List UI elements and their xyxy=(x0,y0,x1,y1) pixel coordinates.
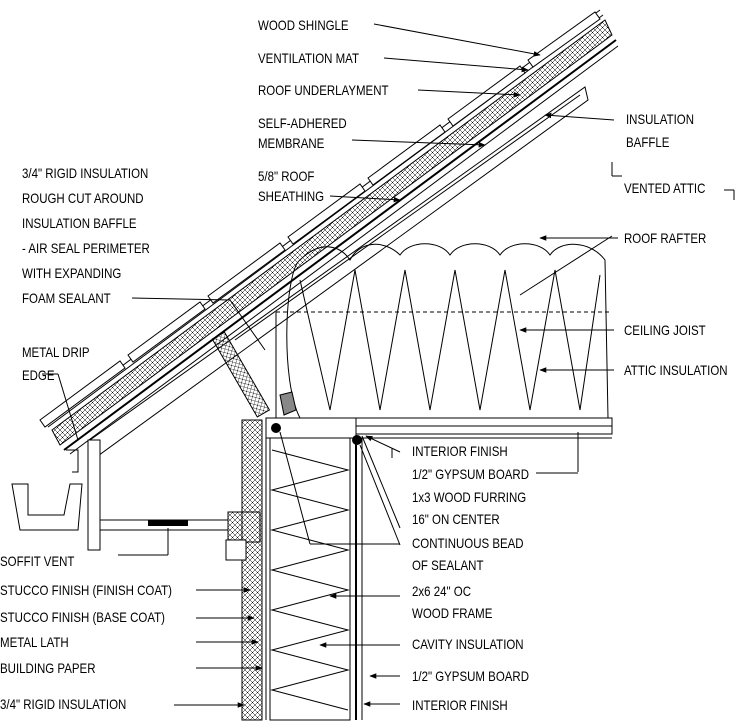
labels: WOOD SHINGLE VENTILATION MAT ROOF UNDERL… xyxy=(0,17,728,713)
label-gypsum-top: 1/2" GYPSUM BOARD xyxy=(412,466,529,482)
label-self-adhered-2: MEMBRANE xyxy=(258,135,324,151)
leader-lines xyxy=(42,23,735,708)
label-metal-lath: METAL LATH xyxy=(0,634,69,650)
label-frame-1: 2x6 24" OC xyxy=(412,583,471,599)
label-rigid-1: 3/4" RIGID INSULATION xyxy=(22,165,148,181)
label-sealant-1: CONTINUOUS BEAD xyxy=(412,535,524,551)
label-rigid-6: FOAM SEALANT xyxy=(22,290,111,306)
label-stucco-base: STUCCO FINISH (BASE COAT) xyxy=(0,609,165,625)
label-gypsum-bottom: 1/2" GYPSUM BOARD xyxy=(412,668,529,684)
label-ventilation-mat: VENTILATION MAT xyxy=(258,50,359,66)
label-rigid-4: - AIR SEAL PERIMETER xyxy=(22,240,150,256)
label-roof-underlayment: ROOF UNDERLAYMENT xyxy=(258,82,389,98)
sealant-dot-right xyxy=(352,435,362,445)
label-furring-2: 16" ON CENTER xyxy=(412,511,500,527)
label-self-adhered-1: SELF-ADHERED xyxy=(258,115,347,131)
label-building-paper: BUILDING PAPER xyxy=(0,660,96,676)
label-metal-drip-1: METAL DRIP xyxy=(22,344,90,360)
rigid-insulation-wall xyxy=(241,419,263,721)
label-attic-insulation: ATTIC INSULATION xyxy=(624,362,728,378)
label-rigid-2: ROUGH CUT AROUND xyxy=(22,190,144,206)
label-roof-sheathing-2: SHEATHING xyxy=(258,188,324,204)
label-insulation-baffle-2: BAFFLE xyxy=(626,134,669,150)
label-frame-2: WOOD FRAME xyxy=(412,605,492,621)
label-cavity-insulation: CAVITY INSULATION xyxy=(412,636,524,652)
label-wood-shingle: WOOD SHINGLE xyxy=(258,17,349,33)
sealant-dot-left xyxy=(271,423,281,433)
wood-shingles xyxy=(39,11,601,428)
label-insulation-baffle-1: INSULATION xyxy=(626,111,694,127)
label-rigid-3: INSULATION BAFFLE xyxy=(22,215,137,231)
label-rigid-bottom: 3/4" RIGID INSULATION xyxy=(0,696,126,712)
label-sealant-2: OF SEALANT xyxy=(412,557,484,573)
label-interior-finish-bottom: INTERIOR FINISH xyxy=(412,697,508,713)
label-roof-sheathing-1: 5/8" ROOF xyxy=(258,168,314,184)
label-interior-finish-top: INTERIOR FINISH xyxy=(412,443,508,459)
roof-assembly xyxy=(39,9,619,459)
label-furring-1: 1x3 WOOD FURRING xyxy=(412,489,526,505)
soffit-and-gutter xyxy=(11,331,297,551)
label-rigid-5: WITH EXPANDING xyxy=(22,265,121,281)
label-vented-attic: VENTED ATTIC xyxy=(624,180,705,196)
label-soffit-vent: SOFFIT VENT xyxy=(0,553,75,569)
roof-sheathing-layer xyxy=(51,19,613,446)
label-roof-rafter: ROOF RAFTER xyxy=(624,230,706,246)
wall-assembly xyxy=(225,417,363,721)
label-ceiling-joist: CEILING JOIST xyxy=(624,322,706,338)
label-metal-drip-2: EDGE xyxy=(22,367,55,383)
label-stucco-finish: STUCCO FINISH (FINISH COAT) xyxy=(0,582,172,598)
